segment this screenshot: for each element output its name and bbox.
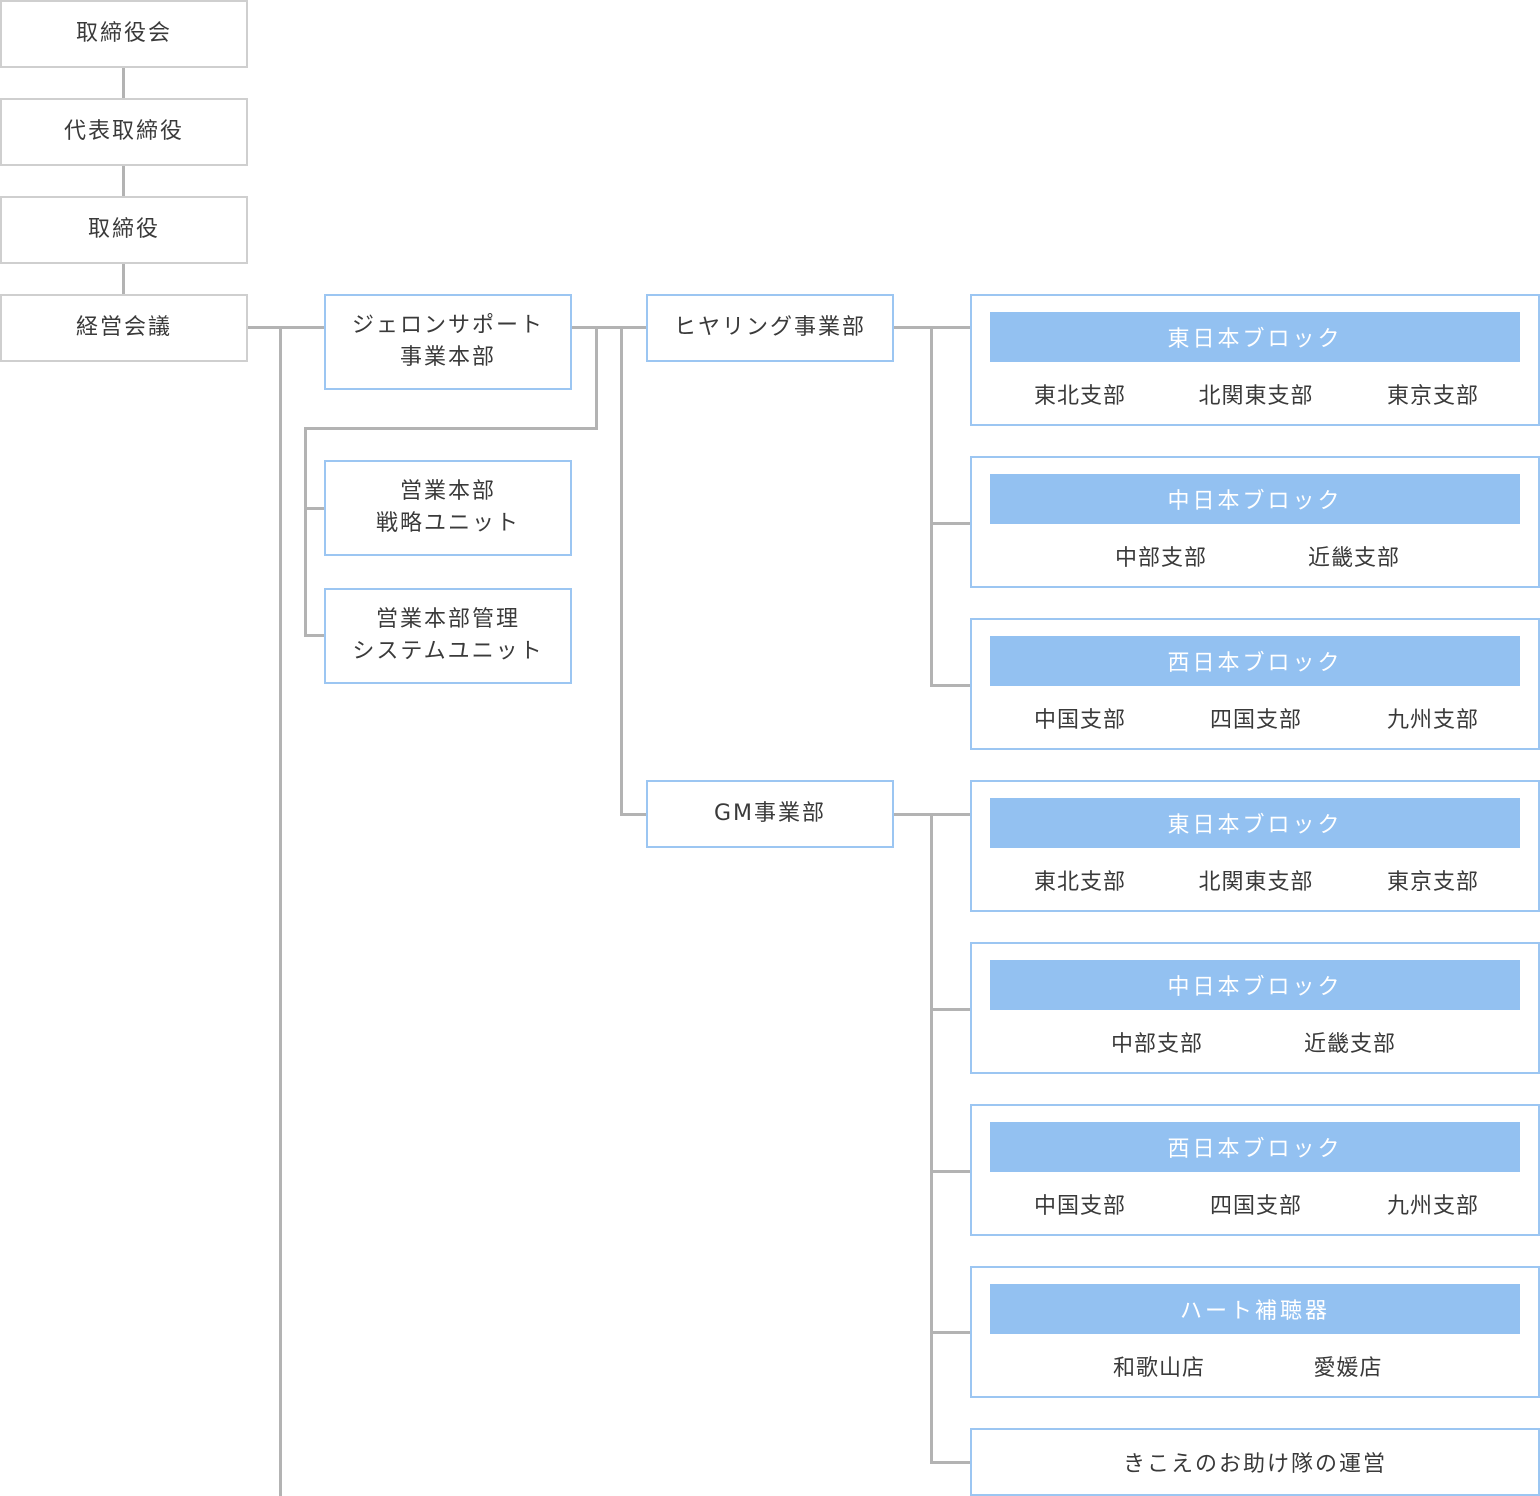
branch-label: 愛媛店 xyxy=(1313,1356,1383,1381)
connector-jeron-units-across xyxy=(304,427,598,430)
connector-jeron-units-down xyxy=(595,326,598,430)
helper-team-label: きこえのお助け隊の運営 xyxy=(1122,1452,1387,1477)
branch-label: 中部支部 xyxy=(1110,1032,1204,1057)
branch-label: 中国支部 xyxy=(1033,1194,1127,1219)
jeron-label-line2: 事業本部 xyxy=(399,345,496,370)
connector-gm-block-4 xyxy=(930,1331,971,1334)
block-title: ハート補聴器 xyxy=(990,1284,1520,1334)
ceo-box: 代表取締役 xyxy=(0,98,248,166)
connector-meeting-jeron xyxy=(247,326,325,329)
branch-label: 九州支部 xyxy=(1386,708,1480,733)
connector-gm-extra xyxy=(930,1461,971,1464)
branch-label: 北関東支部 xyxy=(1198,870,1314,895)
hearing-central-block: 中日本ブロック 中部支部 近畿支部 xyxy=(970,456,1540,588)
branch-label: 和歌山店 xyxy=(1112,1356,1206,1381)
meeting-label: 経営会議 xyxy=(75,315,172,340)
block-title: 西日本ブロック xyxy=(990,1122,1520,1172)
hearing-division-box: ヒヤリング事業部 xyxy=(646,294,894,362)
gm-division-label: GM事業部 xyxy=(713,801,827,826)
directors-label: 取締役 xyxy=(87,217,160,242)
jeron-support-division-box: ジェロンサポート 事業本部 xyxy=(324,294,572,390)
connector-board-ceo xyxy=(122,67,125,99)
system-unit-line1: 営業本部管理 xyxy=(375,607,520,632)
connector-units-vertical xyxy=(304,427,307,637)
connector-hearing-block-2 xyxy=(930,522,971,525)
strategy-unit-line2: 戦略ユニット xyxy=(375,511,520,536)
connector-ceo-directors xyxy=(122,165,125,197)
branch-label: 近畿支部 xyxy=(1307,546,1401,571)
branch-label: 北関東支部 xyxy=(1198,384,1314,409)
branch-label: 九州支部 xyxy=(1386,1194,1480,1219)
gm-central-block: 中日本ブロック 中部支部 近畿支部 xyxy=(970,942,1540,1074)
system-unit-box: 営業本部管理 システムユニット xyxy=(324,588,572,684)
gm-east-block: 東日本ブロック 東北支部 北関東支部 東京支部 xyxy=(970,780,1540,912)
branch-label: 東北支部 xyxy=(1033,384,1127,409)
hearing-division-label: ヒヤリング事業部 xyxy=(673,315,866,340)
connector-divisions-vertical xyxy=(620,326,623,816)
strategy-unit-box: 営業本部 戦略ユニット xyxy=(324,460,572,556)
gm-division-box: GM事業部 xyxy=(646,780,894,848)
connector-gm xyxy=(620,813,647,816)
branch-label: 東京支部 xyxy=(1386,870,1480,895)
gm-west-block: 西日本ブロック 中国支部 四国支部 九州支部 xyxy=(970,1104,1540,1236)
block-title: 東日本ブロック xyxy=(990,312,1520,362)
connector-gm-block-3 xyxy=(930,1170,971,1173)
branch-label: 近畿支部 xyxy=(1303,1032,1397,1057)
connector-gm-block-2 xyxy=(930,1008,971,1011)
branch-label: 中部支部 xyxy=(1114,546,1208,571)
block-title: 東日本ブロック xyxy=(990,798,1520,848)
board-label: 取締役会 xyxy=(75,21,172,46)
branch-label: 四国支部 xyxy=(1209,708,1303,733)
block-title: 中日本ブロック xyxy=(990,960,1520,1010)
connector-unit-2 xyxy=(304,634,325,637)
management-meeting-box: 経営会議 xyxy=(0,294,248,362)
hearing-east-block: 東日本ブロック 東北支部 北関東支部 東京支部 xyxy=(970,294,1540,426)
connector-hearing-vertical xyxy=(930,326,933,687)
hearing-west-block: 西日本ブロック 中国支部 四国支部 九州支部 xyxy=(970,618,1540,750)
board-of-directors-box: 取締役会 xyxy=(0,0,248,68)
branch-label: 中国支部 xyxy=(1033,708,1127,733)
connector-jeron-hearing xyxy=(571,326,647,329)
connector-directors-meeting xyxy=(122,263,125,295)
connector-gm-vertical xyxy=(930,813,933,1464)
branch-label: 東京支部 xyxy=(1386,384,1480,409)
connector-unit-1 xyxy=(304,507,325,510)
branch-label: 四国支部 xyxy=(1209,1194,1303,1219)
strategy-unit-line1: 営業本部 xyxy=(399,479,496,504)
system-unit-line2: システムユニット xyxy=(352,639,544,664)
gm-helper-team-box: きこえのお助け隊の運営 xyxy=(970,1428,1540,1496)
connector-hearing-block-3 xyxy=(930,684,971,687)
block-title: 西日本ブロック xyxy=(990,636,1520,686)
block-title: 中日本ブロック xyxy=(990,474,1520,524)
directors-box: 取締役 xyxy=(0,196,248,264)
gm-heart-hearing-aid-block: ハート補聴器 和歌山店 愛媛店 xyxy=(970,1266,1540,1398)
branch-label: 東北支部 xyxy=(1033,870,1127,895)
ceo-label: 代表取締役 xyxy=(63,119,184,144)
connector-main-trunk xyxy=(279,326,282,1496)
jeron-label-line1: ジェロンサポート xyxy=(351,313,544,338)
